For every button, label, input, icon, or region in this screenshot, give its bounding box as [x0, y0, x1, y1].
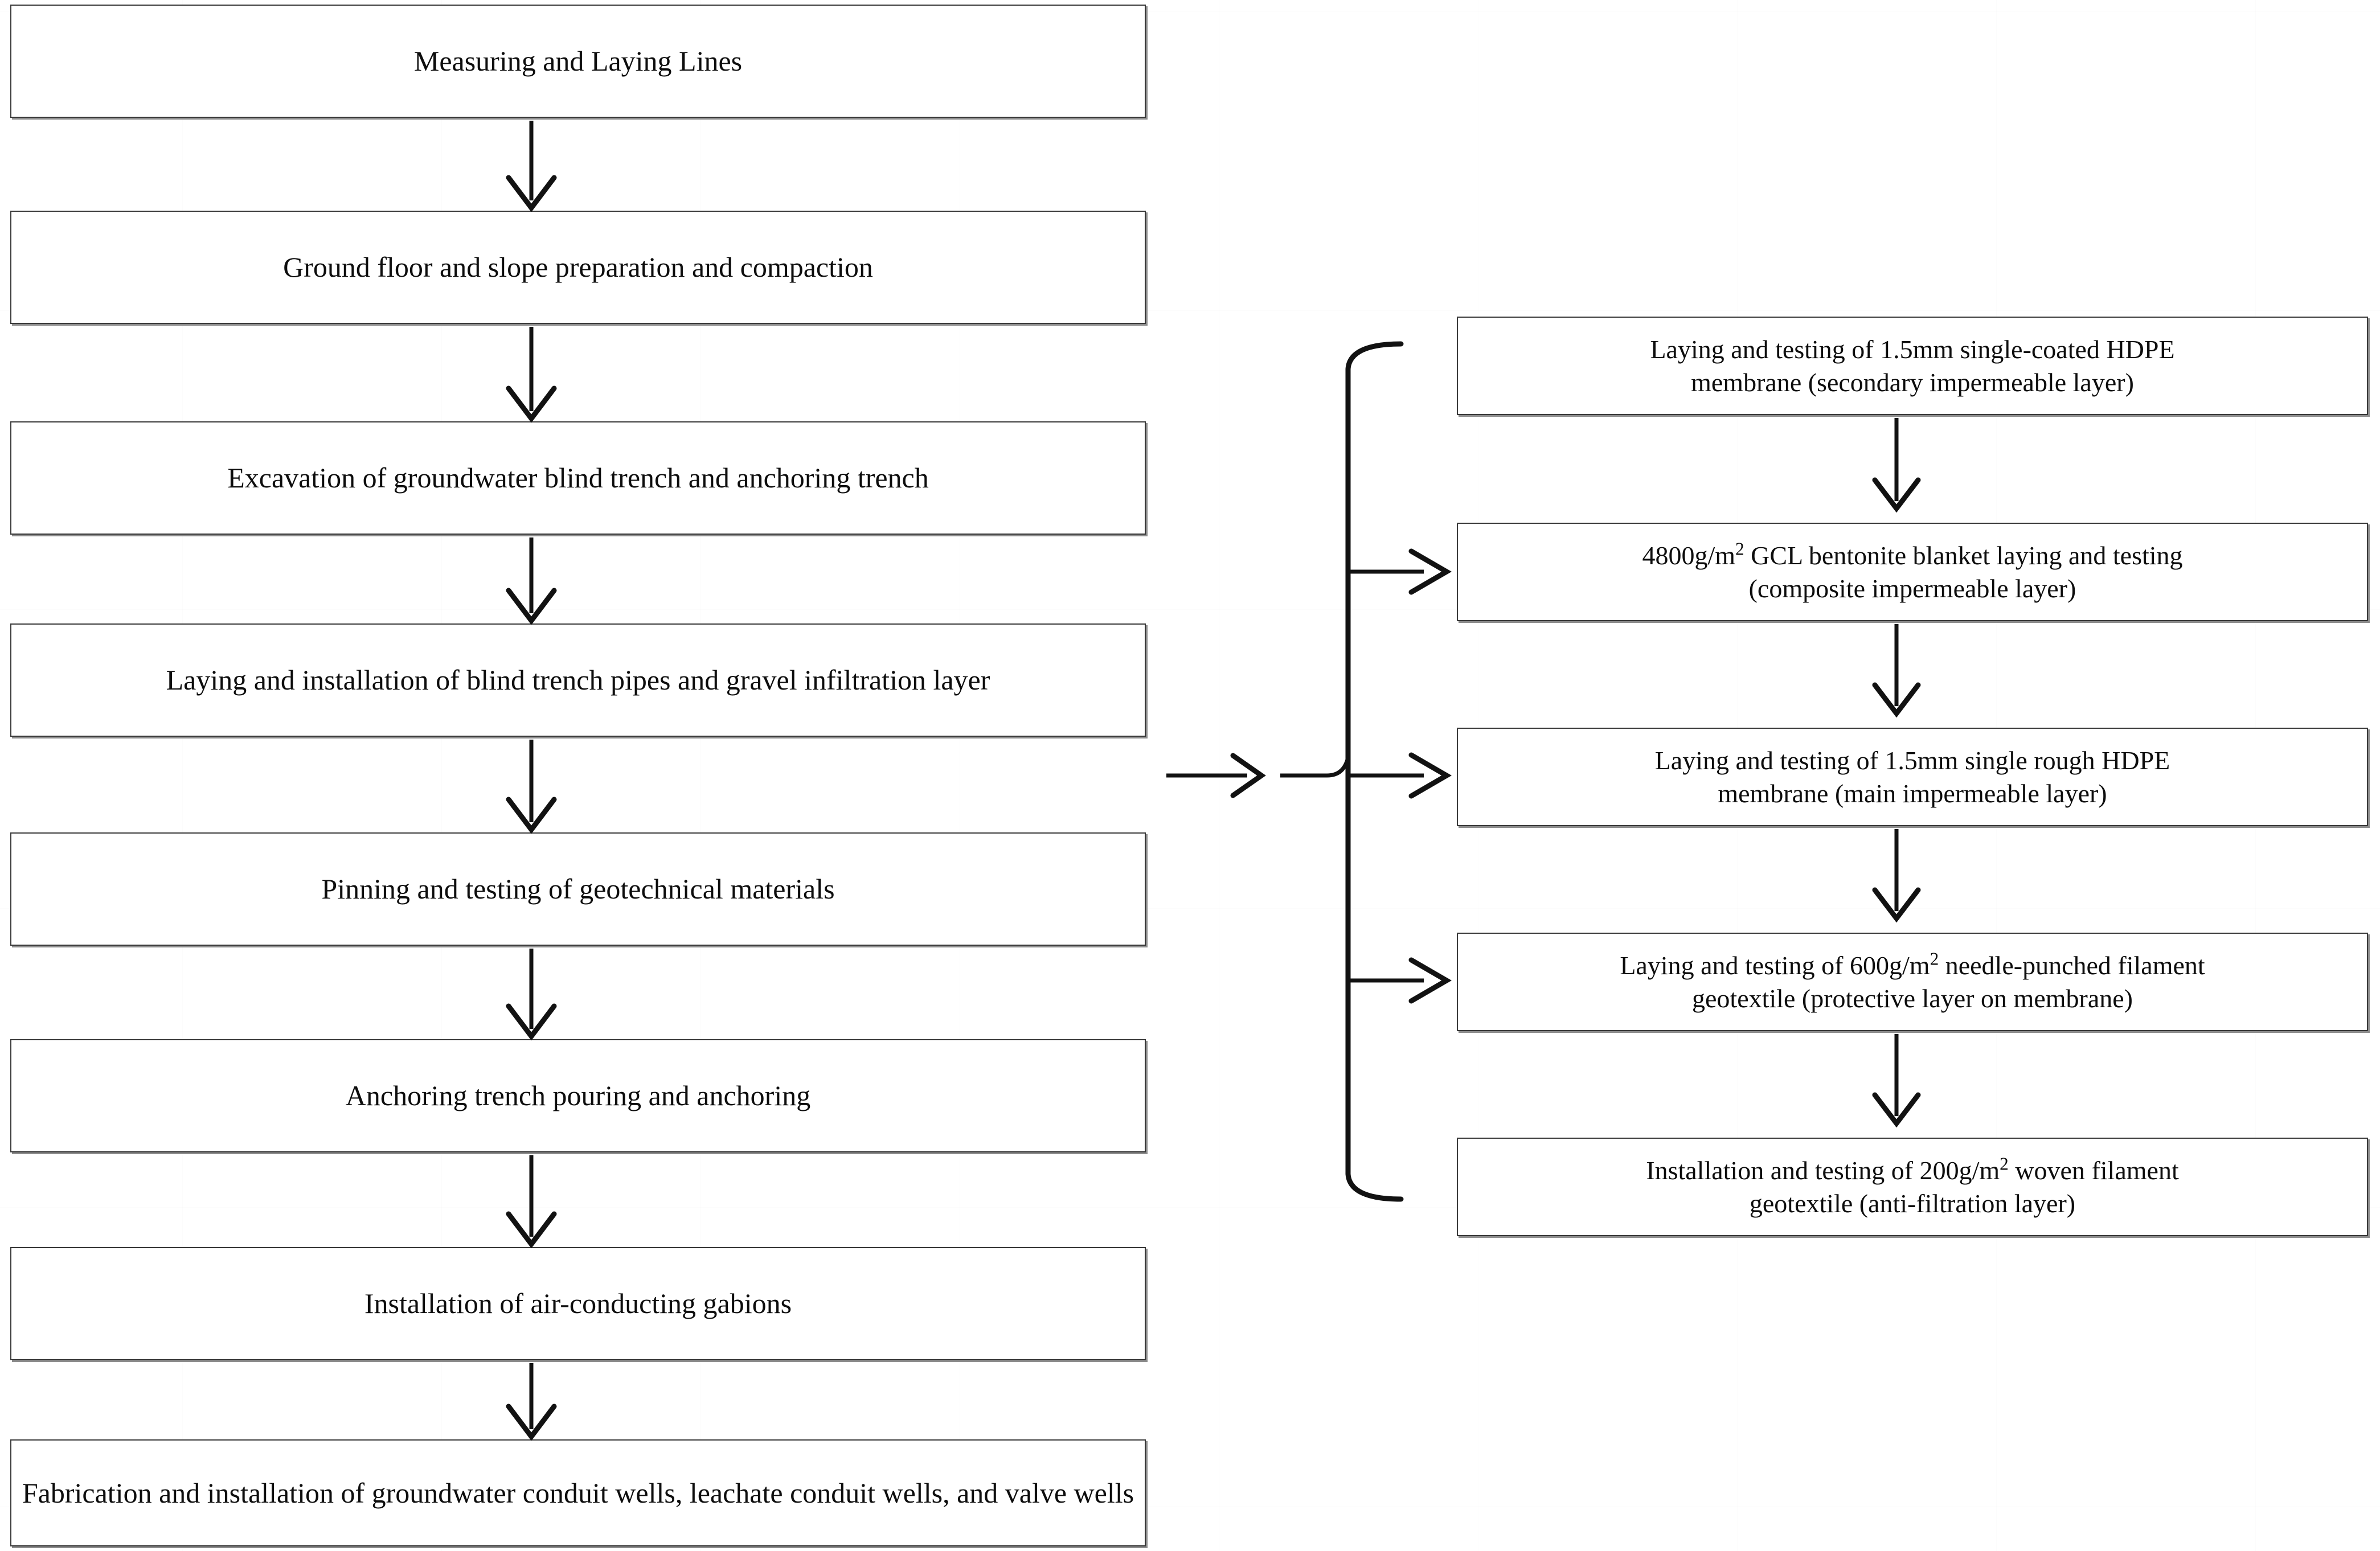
node-woven-filament-geotextile[interactable]: Installation and testing of 200g/m2 wove… — [1457, 1138, 2368, 1236]
node-label: Laying and testing of 1.5mm single-coate… — [1464, 333, 2361, 399]
node-label: 4800g/m2 GCL bentonite blanket laying an… — [1464, 539, 2361, 605]
down-arrow-5 — [506, 949, 557, 1041]
node-label: Anchoring trench pouring and anchoring — [345, 1080, 811, 1112]
node-label-line1-pre: Installation and testing of 200g/m — [1646, 1156, 2000, 1185]
node-label: Excavation of groundwater blind trench a… — [227, 462, 929, 494]
node-conduit-and-valve-wells[interactable]: Fabrication and installation of groundwa… — [10, 1439, 1146, 1546]
node-label-line1-post: woven filament — [2008, 1156, 2179, 1185]
right-down-arrow-2 — [1872, 624, 1921, 718]
node-label-line1: Laying and testing of 1.5mm single rough… — [1654, 746, 2170, 775]
node-label: Laying and testing of 1.5mm single rough… — [1464, 744, 2361, 810]
branch-arrows — [1348, 548, 1452, 1004]
branch-arrow-to-needle-punched-geotextile — [1348, 957, 1452, 1004]
node-label-line2: membrane (secondary impermeable layer) — [1691, 367, 2134, 397]
node-secondary-hdpe-membrane[interactable]: Laying and testing of 1.5mm single-coate… — [1457, 317, 2368, 415]
node-anchoring-trench-pouring[interactable]: Anchoring trench pouring and anchoring — [10, 1039, 1146, 1152]
right-down-arrow-3 — [1872, 829, 1921, 923]
node-main-hdpe-membrane[interactable]: Laying and testing of 1.5mm single rough… — [1457, 728, 2368, 826]
node-label: Installation and testing of 200g/m2 wove… — [1464, 1154, 2361, 1220]
node-pinning-testing-geotechnical[interactable]: Pinning and testing of geotechnical mate… — [10, 832, 1146, 946]
node-label-line1-pre: 4800g/m — [1642, 541, 1735, 570]
down-arrow-7 — [506, 1363, 557, 1441]
superscript-2: 2 — [1930, 949, 1939, 969]
node-gcl-bentonite-blanket[interactable]: 4800g/m2 GCL bentonite blanket laying an… — [1457, 523, 2368, 621]
node-label: Ground floor and slope preparation and c… — [283, 251, 873, 284]
superscript-2: 2 — [1735, 539, 1744, 559]
down-arrow-1 — [506, 121, 557, 212]
node-label-line2: membrane (main impermeable layer) — [1718, 778, 2107, 808]
branch-brace — [1345, 341, 1404, 1202]
node-ground-floor-slope-preparation[interactable]: Ground floor and slope preparation and c… — [10, 211, 1146, 324]
node-measuring-and-laying-lines[interactable]: Measuring and Laying Lines — [10, 5, 1146, 118]
down-arrow-2 — [506, 327, 557, 423]
node-label: Fabrication and installation of groundwa… — [22, 1476, 1134, 1509]
node-air-conducting-gabions[interactable]: Installation of air-conducting gabions — [10, 1247, 1146, 1360]
node-label-line1: Laying and testing of 1.5mm single-coate… — [1650, 335, 2175, 364]
branch-arrow-to-main-hdpe-membrane — [1348, 752, 1452, 799]
node-label: Laying and testing of 600g/m2 needle-pun… — [1464, 949, 2361, 1015]
node-label: Measuring and Laying Lines — [413, 45, 743, 77]
node-label: Laying and installation of blind trench … — [166, 664, 990, 696]
node-label-line2: geotextile (anti-filtration layer) — [1749, 1188, 2076, 1218]
feed-arrow-left — [1166, 753, 1266, 798]
node-label-line1-pre: Laying and testing of 600g/m — [1620, 951, 1930, 980]
down-arrow-4 — [506, 740, 557, 834]
node-label-line2: geotextile (protective layer on membrane… — [1692, 983, 2133, 1013]
down-arrow-3 — [506, 537, 557, 625]
node-label-line1-post: needle-punched filament — [1939, 951, 2205, 980]
right-down-arrow-1 — [1872, 418, 1921, 513]
down-arrow-6 — [506, 1155, 557, 1249]
node-label-line1-post: GCL bentonite blanket laying and testing — [1744, 541, 2183, 570]
branch-arrow-to-gcl-bentonite-blanket — [1348, 548, 1452, 595]
node-label: Pinning and testing of geotechnical mate… — [321, 873, 835, 905]
superscript-2: 2 — [2000, 1154, 2009, 1174]
node-excavation-of-trenches[interactable]: Excavation of groundwater blind trench a… — [10, 421, 1146, 535]
node-label: Installation of air-conducting gabions — [364, 1287, 792, 1320]
node-label-line2: (composite impermeable layer) — [1748, 573, 2076, 603]
node-blind-trench-pipes-gravel[interactable]: Laying and installation of blind trench … — [10, 623, 1146, 737]
feed-arrow-to-brace — [1280, 757, 1350, 778]
node-needle-punched-geotextile[interactable]: Laying and testing of 600g/m2 needle-pun… — [1457, 933, 2368, 1031]
right-down-arrow-4 — [1872, 1034, 1921, 1128]
